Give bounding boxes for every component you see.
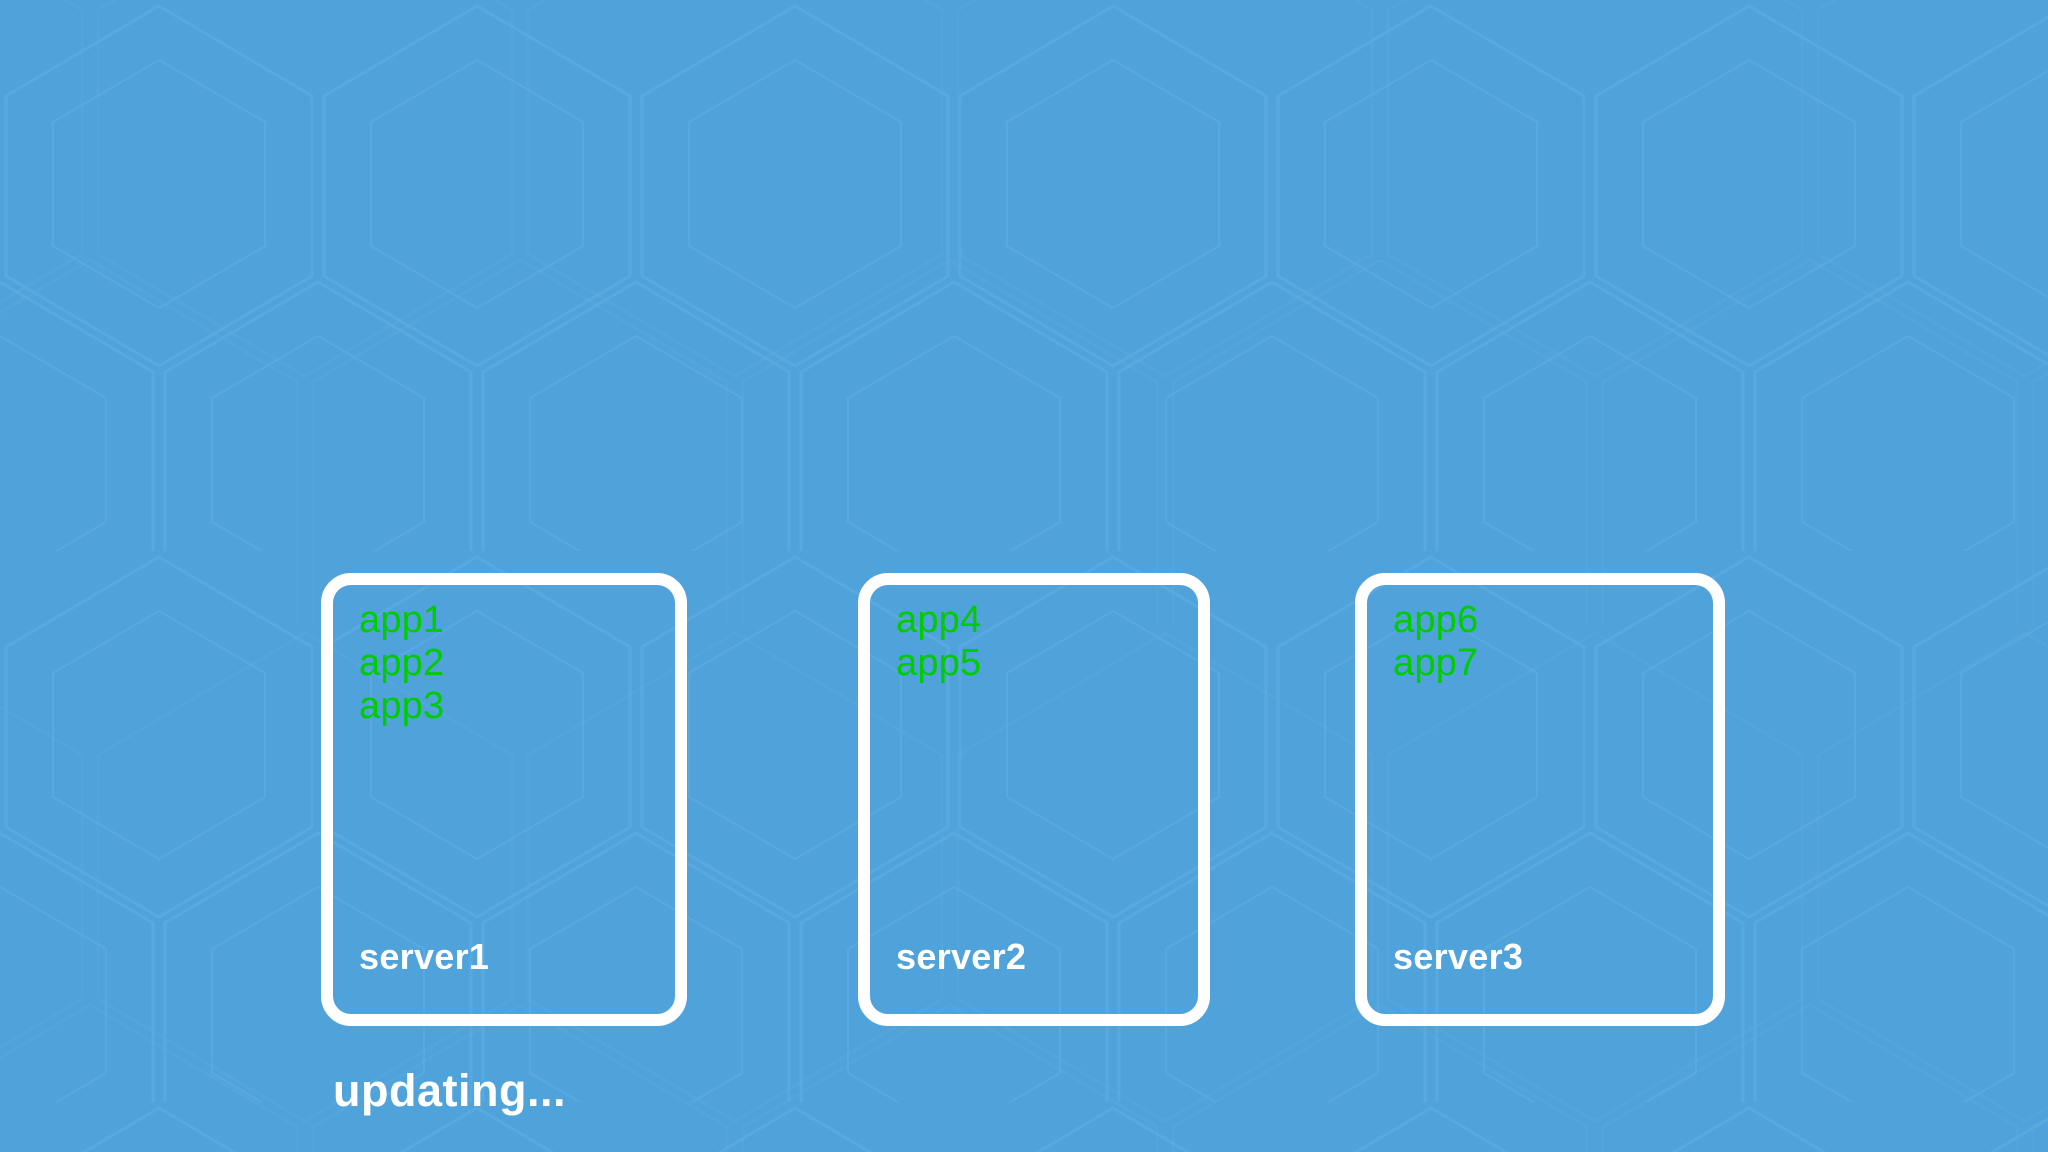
app-list-1: app1 app2 app3 bbox=[359, 599, 444, 728]
app-item: app3 bbox=[359, 685, 445, 727]
app-item: app7 bbox=[1393, 642, 1479, 684]
app-list-2: app4 app5 bbox=[896, 599, 981, 685]
app-item: app2 bbox=[359, 642, 445, 684]
app-item: app4 bbox=[896, 599, 982, 641]
server-box-2[interactable]: app4 app5 server2 bbox=[858, 573, 1210, 1026]
server-name-label: server2 bbox=[896, 936, 1027, 977]
app-item: app1 bbox=[359, 599, 445, 641]
status-caption: updating... bbox=[333, 1065, 566, 1116]
app-item: app5 bbox=[896, 642, 982, 684]
server-box-1[interactable]: app1 app2 app3 server1 bbox=[321, 573, 687, 1026]
server-name-label: server3 bbox=[1393, 936, 1524, 977]
server-name-label: server1 bbox=[359, 936, 490, 977]
app-item: app6 bbox=[1393, 599, 1479, 641]
server-box-3[interactable]: app6 app7 server3 bbox=[1355, 573, 1725, 1026]
app-list-3: app6 app7 bbox=[1393, 599, 1478, 685]
